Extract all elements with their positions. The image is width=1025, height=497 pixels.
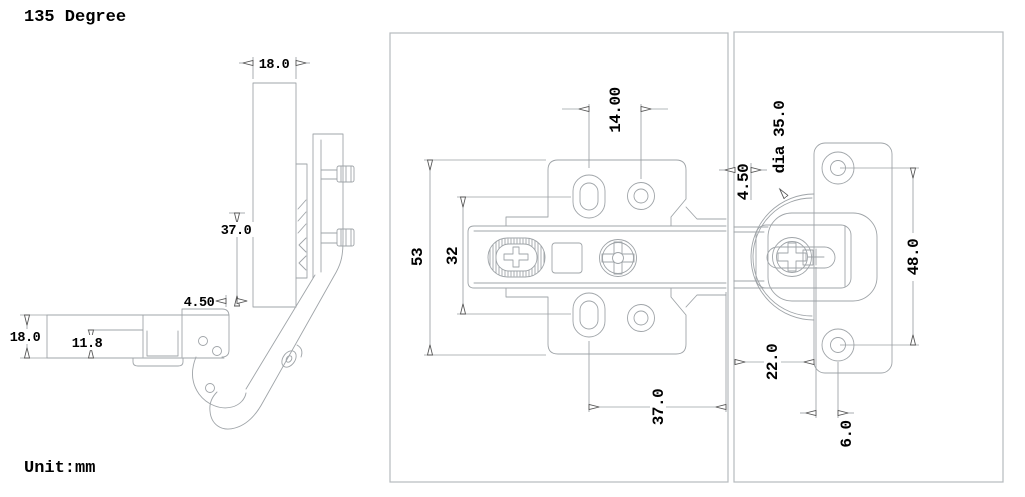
dim-label-arm-span: 37.0 [650, 389, 668, 425]
bottom-tab [505, 287, 687, 355]
dim-label-cup-dia: dia 35.0 [771, 101, 789, 174]
dim-label-door-gap: 4.50 [735, 164, 753, 200]
dim-label-screw-pitch: 48.0 [905, 239, 923, 275]
arm-rivet [281, 350, 297, 368]
cup-flange [181, 308, 247, 409]
dim-label-panel-thickness: 18.0 [10, 331, 41, 346]
cup-center-slot [766, 237, 836, 277]
cup-view: 4.50 dia 35.0 48.0 22.0 [719, 101, 923, 448]
adjustment-screw [320, 165, 355, 183]
hinge-cup-circle [750, 193, 815, 321]
dim-label-offset: 6.0 [838, 420, 856, 447]
dim-label-slot-pitch: 32 [444, 247, 462, 265]
dim-cup-depth: 11.8 [70, 330, 104, 358]
hinge-cup [87, 314, 183, 358]
dim-offset: 6.0 [800, 267, 856, 448]
arm-band [467, 225, 727, 289]
cam-adjust-slot [487, 237, 546, 278]
arm-channel [295, 163, 308, 279]
dim-label-plate-length: 53 [409, 248, 427, 266]
dim-door-gap: 4.50 [719, 163, 767, 200]
cup-view-frame [733, 31, 1004, 483]
dim-slot-pitch: 32 [444, 196, 571, 315]
phillips-screw [599, 239, 637, 277]
cam-screw-cross [503, 246, 529, 268]
dim-gap: 4.50 [184, 295, 247, 311]
mounting-plate-edge [312, 133, 355, 279]
dim-arm-span: 37.0 [588, 292, 727, 430]
dim-label-gap: 4.50 [184, 296, 215, 311]
flange-screw-hole-lower [205, 383, 215, 393]
center-mark [807, 248, 825, 266]
cup-cover [767, 212, 878, 302]
cabinet-panel [46, 314, 230, 367]
side-view: 18.0 37.0 4.50 18.0 [8, 55, 355, 430]
dim-label-door-width: 18.0 [259, 58, 290, 73]
dim-cup-setback: 22.0 [735, 339, 814, 386]
plate-view-frame [389, 32, 729, 483]
bottom-screw-hole [627, 304, 655, 332]
phillips-cross [601, 241, 635, 275]
dim-screw-pitch: 48.0 [840, 167, 923, 346]
top-tab [505, 159, 687, 227]
dim-label-arm-height: 37.0 [221, 224, 252, 239]
dim-plate-length: 53 [409, 159, 546, 356]
dim-hole-pitch: 14.00 [562, 87, 668, 179]
dim-label-hole-pitch: 14.00 [607, 87, 625, 133]
plate-view: 53 32 14.00 37.0 [409, 87, 727, 430]
square-hole [551, 242, 583, 274]
unit-label: Unit:mm [24, 459, 96, 478]
dim-door-width: 18.0 [239, 55, 310, 79]
dim-cup-dia: dia 35.0 [771, 101, 789, 197]
flange-screw-hole [198, 336, 208, 346]
dim-arm-height: 37.0 [216, 212, 257, 306]
top-screw-hole [627, 182, 655, 210]
flange-rivet [212, 346, 222, 356]
top-slot [572, 174, 606, 219]
cup-screw-cross [777, 242, 807, 272]
dim-panel-thickness: 18.0 [8, 314, 47, 359]
drawing-title: 135 Degree [24, 8, 127, 27]
dim-label-cup-depth: 11.8 [72, 337, 103, 352]
bottom-slot [572, 292, 606, 338]
fixing-screw [320, 228, 355, 247]
door-panel [252, 82, 297, 308]
hinge-arm [209, 241, 344, 430]
wing-plate [813, 142, 893, 374]
dim-label-cup-setback: 22.0 [764, 344, 782, 380]
